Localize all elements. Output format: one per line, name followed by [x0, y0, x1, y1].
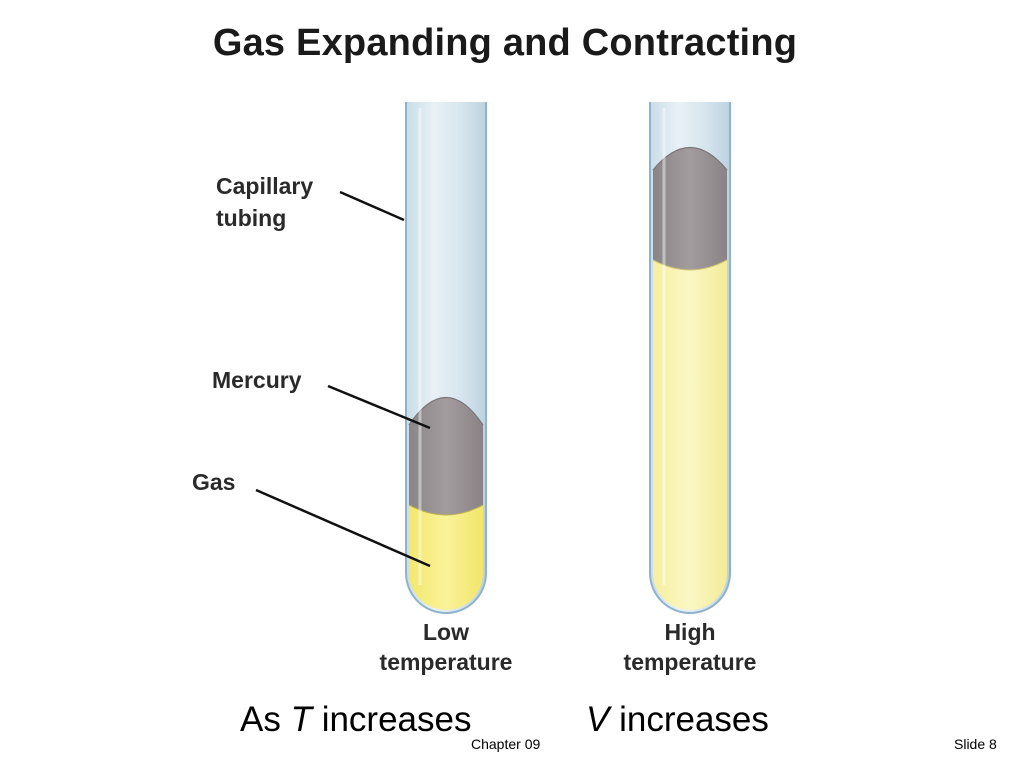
leader-gas: [255, 488, 431, 568]
caption-left-line1: Low: [423, 619, 469, 645]
label-mercury: Mercury: [212, 367, 302, 393]
caption-v-increases: V increases: [586, 700, 769, 739]
caption-right-line1: High: [664, 619, 715, 645]
tube-right: [649, 102, 731, 614]
leader-capillary: [339, 190, 405, 222]
gas-fill-right: [653, 260, 727, 610]
footer-slide-number: Slide 8: [954, 736, 997, 752]
caption-left-line2: temperature: [380, 649, 513, 675]
footer-chapter: Chapter 09: [471, 736, 541, 752]
tube-left: [405, 102, 487, 614]
gas-fill-left: [409, 505, 483, 610]
mercury-column-right: [653, 147, 727, 270]
label-gas: Gas: [192, 469, 235, 495]
slide-title: Gas Expanding and Contracting: [212, 22, 798, 64]
leader-mercury: [327, 384, 431, 430]
label-capillary-line1: Capillary: [216, 173, 313, 199]
label-capillary-line2: tubing: [216, 205, 286, 231]
caption-right-line2: temperature: [624, 649, 757, 675]
caption-t-increases: As T increases: [240, 700, 472, 739]
